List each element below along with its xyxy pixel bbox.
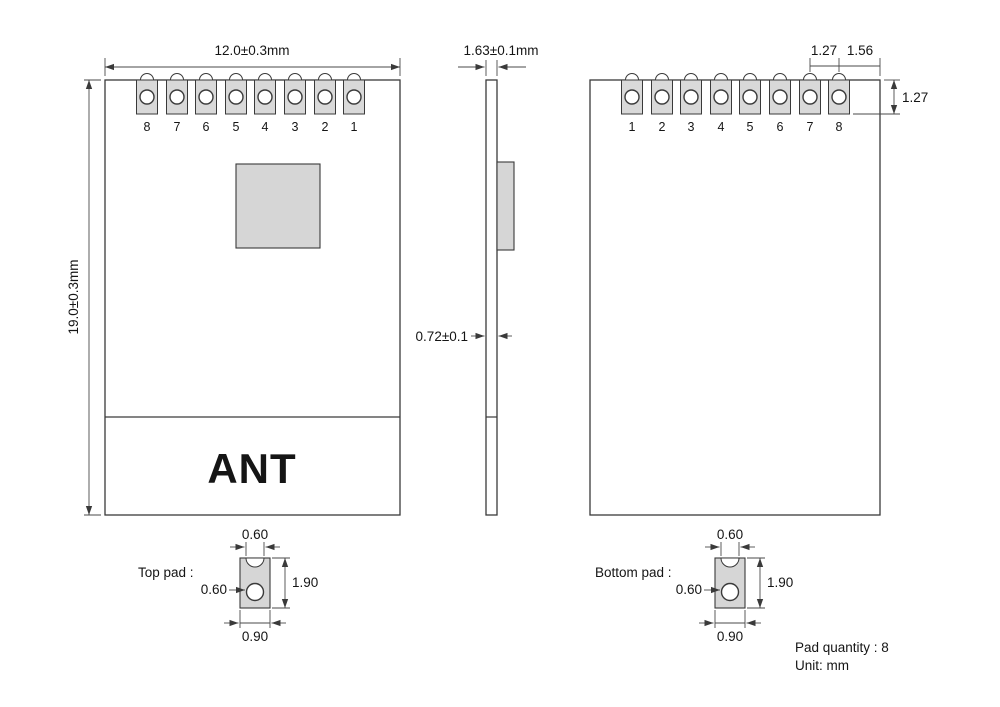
back-view: 1 2 3 4 5 6 7 8 xyxy=(589,72,881,516)
back-board-outline xyxy=(589,79,881,516)
pad-number: 4 xyxy=(262,120,269,134)
front-height-dimension: 19.0±0.3mm xyxy=(66,260,81,335)
castellated-pad xyxy=(253,72,277,115)
castellated-pad xyxy=(283,72,307,115)
pcb-thickness-dimension: 0.72±0.1 xyxy=(416,329,468,344)
castellated-pad xyxy=(768,72,792,115)
pad-quantity-note: Pad quantity : 8 xyxy=(795,640,889,655)
side-thickness-dimension: 1.63±0.1mm xyxy=(464,43,539,58)
pad-number: 3 xyxy=(292,120,299,134)
pad-height-dimension: 1.90 xyxy=(292,575,318,590)
castellated-pad xyxy=(650,72,674,115)
pad-number: 6 xyxy=(203,120,210,134)
front-dimensions: 12.0±0.3mm 19.0±0.3mm xyxy=(66,43,401,516)
pad-hole xyxy=(720,582,740,602)
castellated-pad xyxy=(313,72,337,115)
bottom-pad-detail: Bottom pad : 0.60 0.60 1.90 0.90 xyxy=(595,527,793,644)
pad-depth-dimension: 1.27 xyxy=(902,90,928,105)
castellated-pad xyxy=(135,72,159,115)
back-dimensions: 1.27 1.56 1.27 xyxy=(809,43,928,115)
notes: Pad quantity : 8 Unit: mm xyxy=(795,640,889,673)
castellated-pad xyxy=(827,72,851,115)
hole-dimension: 0.60 xyxy=(676,582,702,597)
side-shield-can xyxy=(496,161,515,251)
pad-number: 3 xyxy=(688,120,695,134)
front-width-dimension: 12.0±0.3mm xyxy=(215,43,290,58)
pad-hole xyxy=(245,582,265,602)
pad-number: 7 xyxy=(807,120,814,134)
hole-dimension: 0.60 xyxy=(201,582,227,597)
pad-number: 6 xyxy=(777,120,784,134)
pad-width-dimension: 0.90 xyxy=(242,629,268,644)
pad-pitch-dimension: 1.27 xyxy=(811,43,837,58)
bottom-pad-label: Bottom pad : xyxy=(595,565,672,580)
corner-pad-dimension: 1.56 xyxy=(847,43,873,58)
pad-height-dimension: 1.90 xyxy=(767,575,793,590)
pad-notch xyxy=(720,557,740,568)
castellated-pad xyxy=(709,72,733,115)
pad-number: 8 xyxy=(836,120,843,134)
side-board-outline xyxy=(485,79,498,516)
top-pad-detail: Top pad : 0.60 0.60 1.90 0.90 xyxy=(138,527,318,644)
side-view: 1.63±0.1mm 0.72±0.1 xyxy=(416,43,539,516)
pad-number: 7 xyxy=(174,120,181,134)
castellated-pad xyxy=(194,72,218,115)
notch-width-dimension: 0.60 xyxy=(717,527,743,542)
castellated-pad xyxy=(679,72,703,115)
pad-number: 2 xyxy=(659,120,666,134)
pad-number: 4 xyxy=(718,120,725,134)
pad-number: 5 xyxy=(747,120,754,134)
castellated-pad xyxy=(342,72,366,115)
castellated-pad xyxy=(165,72,189,115)
castellated-pad xyxy=(798,72,822,115)
pad-number: 5 xyxy=(233,120,240,134)
pad-width-dimension: 0.90 xyxy=(717,629,743,644)
notch-width-dimension: 0.60 xyxy=(242,527,268,542)
shield-can xyxy=(235,163,321,249)
pad-number: 1 xyxy=(629,120,636,134)
pad-number: 8 xyxy=(144,120,151,134)
unit-note: Unit: mm xyxy=(795,658,849,673)
castellated-pad xyxy=(620,72,644,115)
pad-number: 2 xyxy=(322,120,329,134)
pad-notch xyxy=(245,557,265,568)
pad-number: 1 xyxy=(351,120,358,134)
castellated-pad xyxy=(224,72,248,115)
top-pad-label: Top pad : xyxy=(138,565,194,580)
castellated-pad xyxy=(738,72,762,115)
front-board-outline xyxy=(104,79,401,516)
antenna-label: ANT xyxy=(207,445,296,492)
front-view: 8 7 6 5 4 3 2 1 ANT xyxy=(104,72,401,516)
